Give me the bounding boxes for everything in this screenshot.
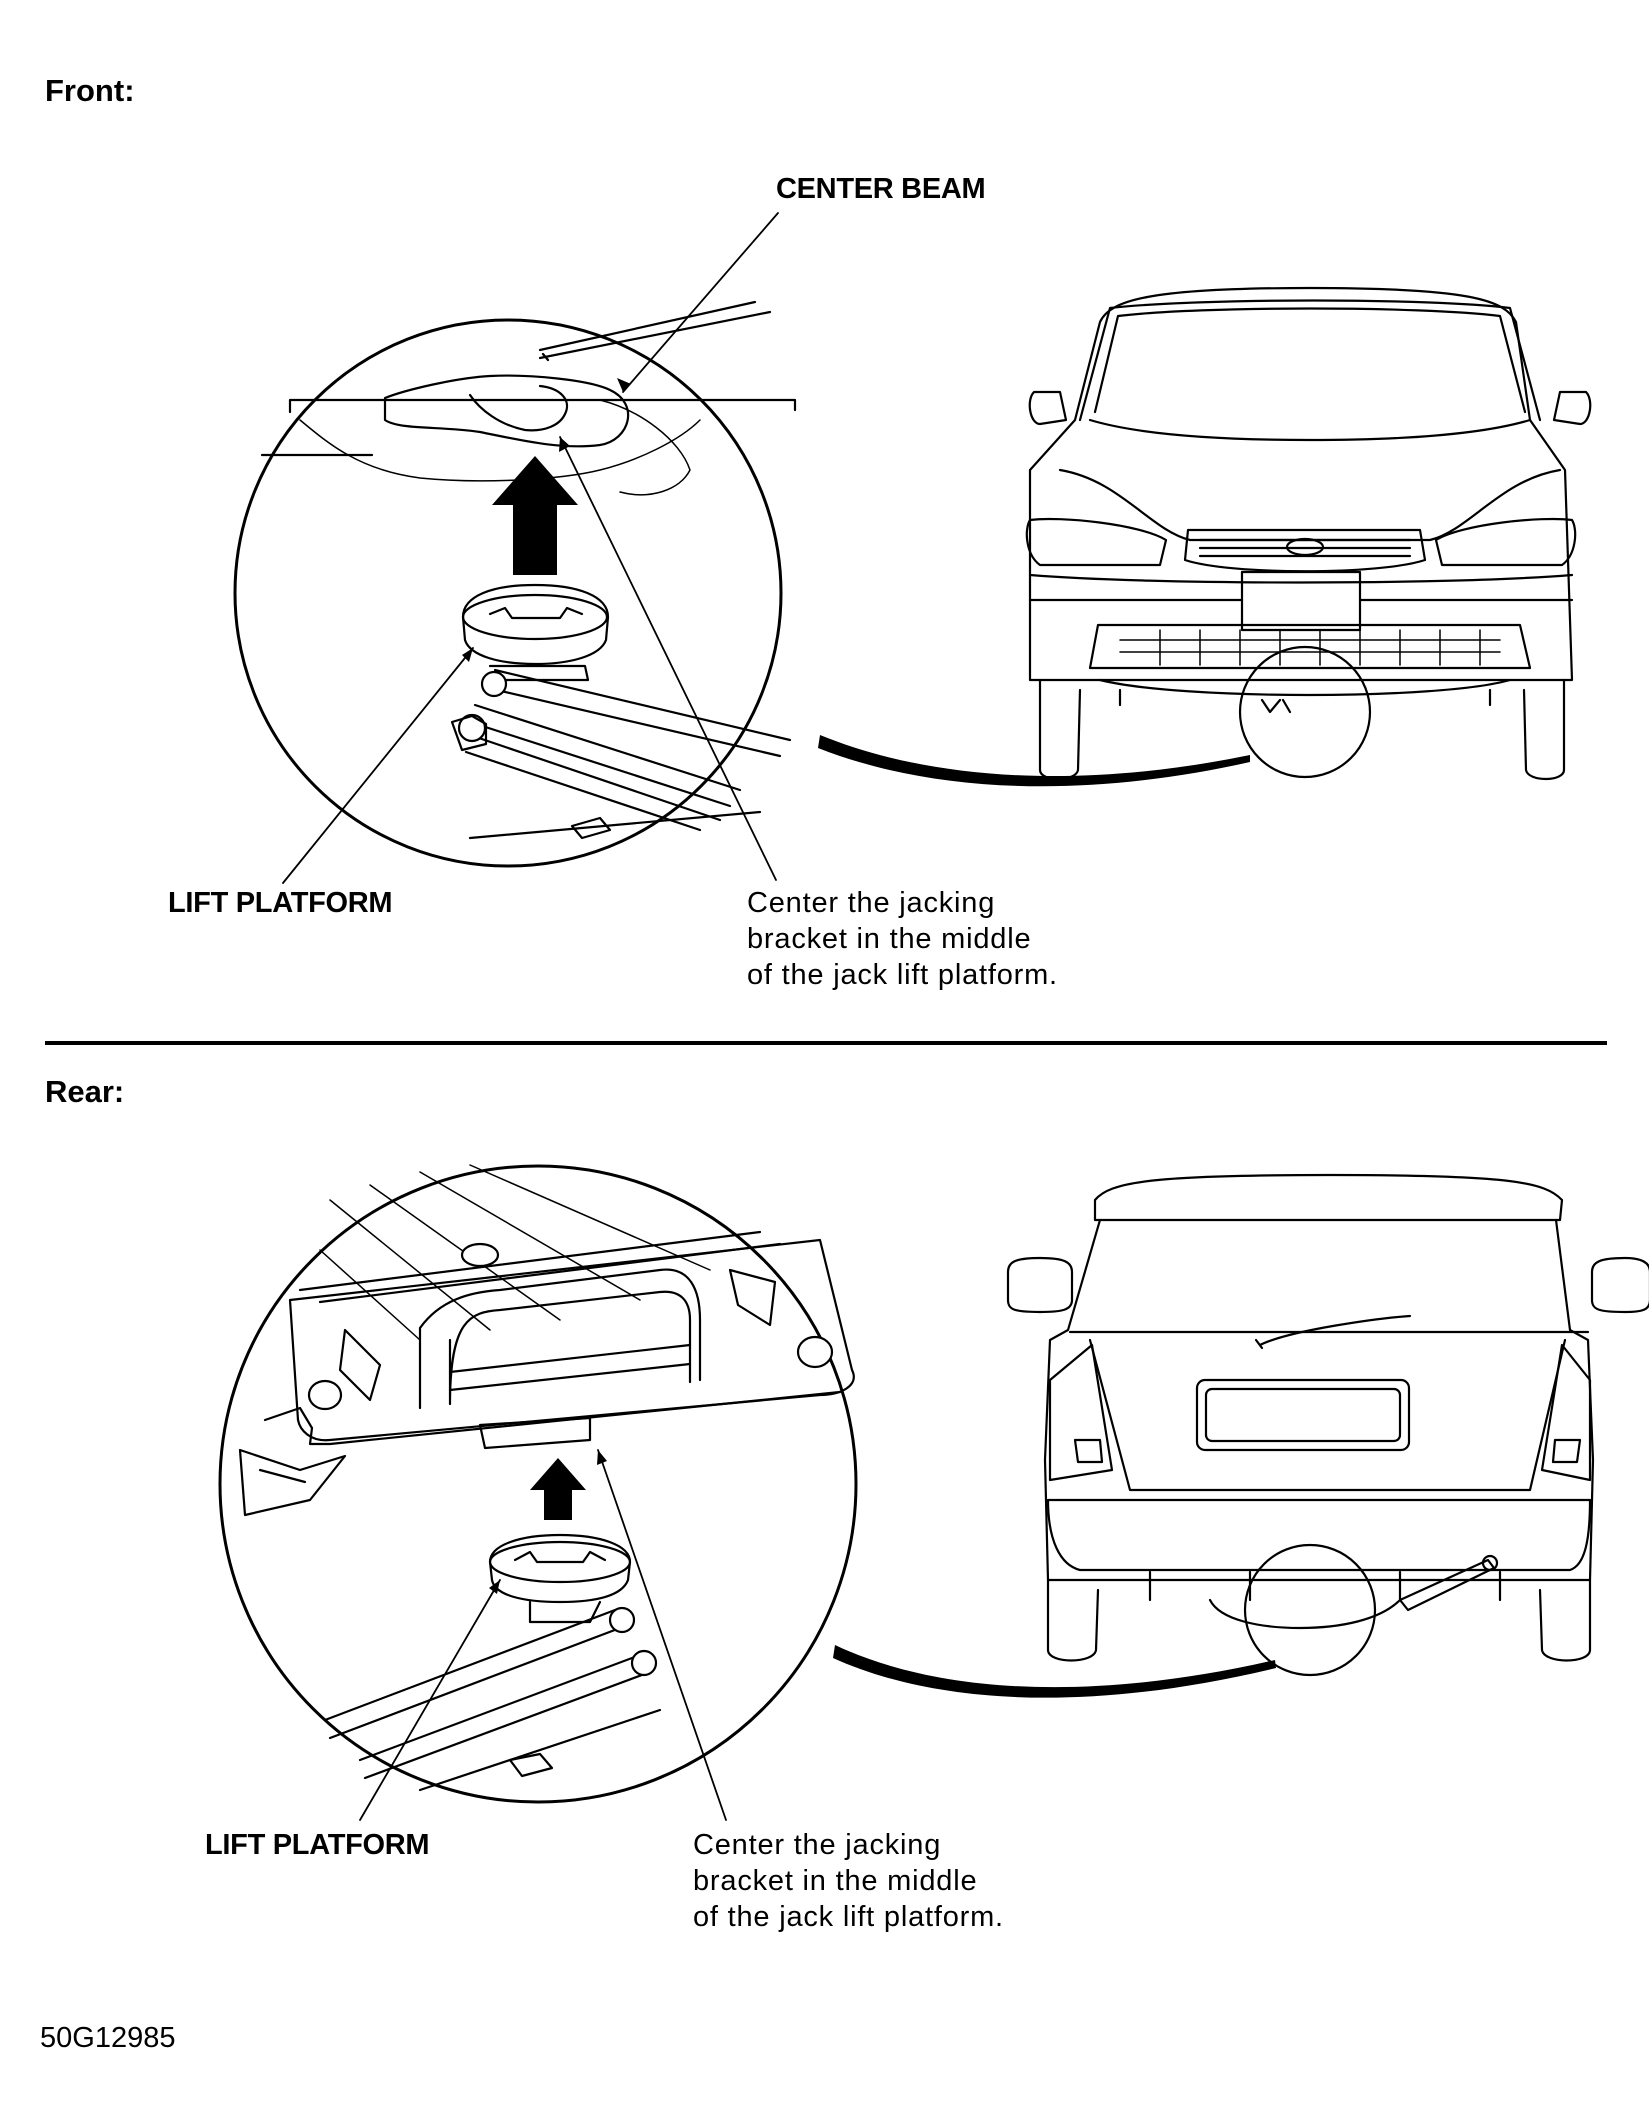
rear-connector-band [833, 1645, 1276, 1698]
front-subframe-lower [299, 419, 701, 482]
rear-suspension-arm [238, 1448, 347, 1517]
rear-detail-callout [218, 1164, 858, 1804]
front-instruction-line-1: Center the jacking [747, 887, 995, 919]
rear-exhaust-pipe [1398, 1558, 1496, 1612]
jack-icon [450, 583, 792, 840]
front-section: Front: [45, 73, 1592, 991]
vehicle-rear-view [1006, 1173, 1649, 1677]
magnifier-callout-circle [218, 1164, 858, 1804]
magnifier-callout-circle [233, 318, 783, 868]
rear-instruction-line-2: bracket in the middle [693, 1865, 977, 1897]
jack-icon [323, 1533, 662, 1792]
front-lift-platform-label: LIFT PLATFORM [168, 887, 392, 919]
rear-jack-point-circle [1243, 1543, 1377, 1677]
front-underbody-panel [538, 300, 772, 362]
front-jacking-bracket [468, 384, 568, 432]
rear-instruction-line-3: of the jack lift platform. [693, 1901, 1004, 1933]
front-instruction-line-2: bracket in the middle [747, 923, 1031, 955]
rear-floor-pan [319, 1164, 711, 1341]
front-underbody-edge [260, 398, 797, 457]
front-center-beam-label: CENTER BEAM [776, 173, 985, 205]
front-center-beam-leader [622, 212, 779, 393]
front-instruction-line-3: of the jack lift platform. [747, 959, 1058, 991]
vehicle-front-view [1025, 286, 1592, 781]
front-subframe-curve [599, 399, 691, 496]
front-heading: Front: [45, 73, 135, 108]
rear-lift-platform-leader [359, 1579, 501, 1821]
front-detail-callout [233, 300, 797, 868]
rear-wiper [1258, 1314, 1412, 1347]
lift-direction-arrow-icon [530, 1458, 586, 1520]
front-bracket-leader [559, 436, 777, 881]
front-center-beam [383, 374, 630, 448]
figure-code: 50G12985 [40, 2022, 175, 2054]
rear-section: Rear: [45, 1074, 1649, 1933]
front-lift-platform-leader [282, 647, 474, 884]
rear-lift-platform-label: LIFT PLATFORM [205, 1829, 429, 1861]
rear-tow-bracket [418, 1268, 702, 1410]
front-connector-band [818, 735, 1250, 787]
rear-bracket-leader [597, 1449, 727, 1821]
rear-heading: Rear: [45, 1074, 124, 1109]
lift-direction-arrow-icon [492, 456, 578, 575]
rear-instruction-line-1: Center the jacking [693, 1829, 941, 1861]
front-jack-point-circle [1238, 645, 1372, 779]
